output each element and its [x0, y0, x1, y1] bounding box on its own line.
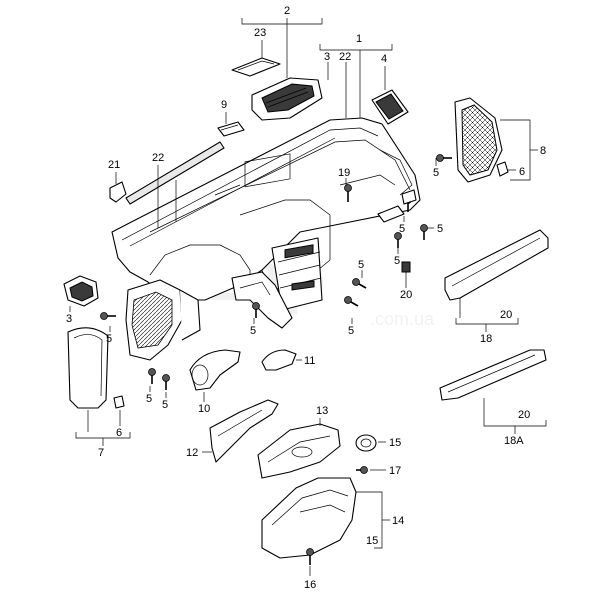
trim-ring-10 [189, 349, 241, 391]
center-console-module [271, 237, 323, 311]
clip-6-left [113, 395, 125, 409]
label-15-lower: 15 [366, 535, 378, 547]
screw-16 [306, 548, 314, 565]
bracket-small-mid [401, 189, 417, 205]
label-6-right: 6 [519, 166, 525, 178]
label-16: 16 [304, 579, 316, 591]
side-panel-7 [67, 327, 109, 409]
cover-cap-9 [217, 121, 245, 137]
screw-19 [344, 184, 352, 202]
screw-5-i [148, 368, 156, 384]
label-23: 23 [254, 27, 266, 39]
label-12: 12 [186, 447, 198, 459]
label-15-upper: 15 [389, 437, 401, 449]
label-9: 9 [221, 99, 227, 111]
lower-column-shroud-14 [261, 477, 357, 559]
label-14: 14 [392, 515, 404, 527]
end-cap-21 [109, 181, 127, 203]
label-8: 8 [540, 145, 546, 157]
label-5-top-right: 5 [433, 167, 439, 179]
screw-set [100, 154, 452, 565]
trim-strip-22 [125, 141, 225, 205]
label-5-c: 5 [394, 255, 400, 267]
watermark-domain: .com.ua [370, 309, 435, 329]
label-22-left: 22 [152, 152, 164, 164]
label-22-top: 22 [339, 51, 351, 63]
label-5-g: 5 [106, 333, 112, 345]
screw-5-j [162, 374, 170, 390]
label-20-right: 20 [500, 309, 512, 321]
label-5-f: 5 [250, 325, 256, 337]
label-19: 19 [338, 167, 350, 179]
label-7: 7 [98, 447, 104, 459]
center-air-vent [251, 77, 323, 121]
label-5-d: 5 [358, 259, 364, 271]
label-20-18a: 20 [518, 409, 530, 421]
bracket-small-right [377, 205, 405, 223]
label-5-h: 5 [146, 393, 152, 405]
clip-20 [401, 261, 411, 273]
trim-strip-18 [444, 229, 549, 301]
label-21: 21 [108, 159, 120, 171]
screw-5-g [252, 302, 260, 318]
cover-11 [261, 349, 297, 371]
screw-5-f [344, 296, 359, 307]
center-support-bracket [231, 271, 293, 329]
label-5-e: 5 [348, 325, 354, 337]
label-13: 13 [316, 405, 328, 417]
label-4: 4 [381, 53, 387, 65]
vent-trim-23 [231, 57, 281, 77]
label-2: 2 [284, 5, 290, 17]
screw-5-c [420, 224, 428, 240]
right-air-vent [371, 89, 409, 125]
ignition-ring-15 [355, 434, 377, 452]
screw-5-h [100, 312, 116, 320]
leader-lines [69, 18, 547, 576]
clip-6-right [496, 161, 509, 177]
label-6-left: 6 [116, 427, 122, 439]
label-3-left: 3 [66, 313, 72, 325]
speaker-cover-8 [454, 97, 503, 183]
screw-17 [356, 466, 368, 474]
label-1: 1 [356, 33, 362, 45]
column-trim-12 [209, 399, 279, 463]
label-18a: 18A [504, 435, 524, 447]
upper-column-shroud-13 [257, 423, 341, 479]
steering-support-bracket [125, 279, 201, 361]
label-3-top: 3 [324, 51, 330, 63]
label-18: 18 [480, 333, 492, 345]
screw-5-d [394, 232, 402, 248]
label-5-i: 5 [162, 399, 168, 411]
screw-5-a [436, 154, 452, 162]
label-17: 17 [389, 465, 401, 477]
label-5-b: 5 [437, 223, 443, 235]
label-11: 11 [304, 355, 315, 367]
label-20-mid: 20 [400, 289, 412, 301]
trim-strip-18a [439, 349, 547, 401]
label-10: 10 [198, 403, 210, 415]
left-air-vent [63, 275, 99, 307]
screw-5-e [352, 278, 367, 289]
label-5-a: 5 [399, 223, 405, 235]
callout-labels: 2 23 1 3 22 4 9 21 22 8 6 5 19 5 5 5 5 2… [66, 5, 546, 591]
